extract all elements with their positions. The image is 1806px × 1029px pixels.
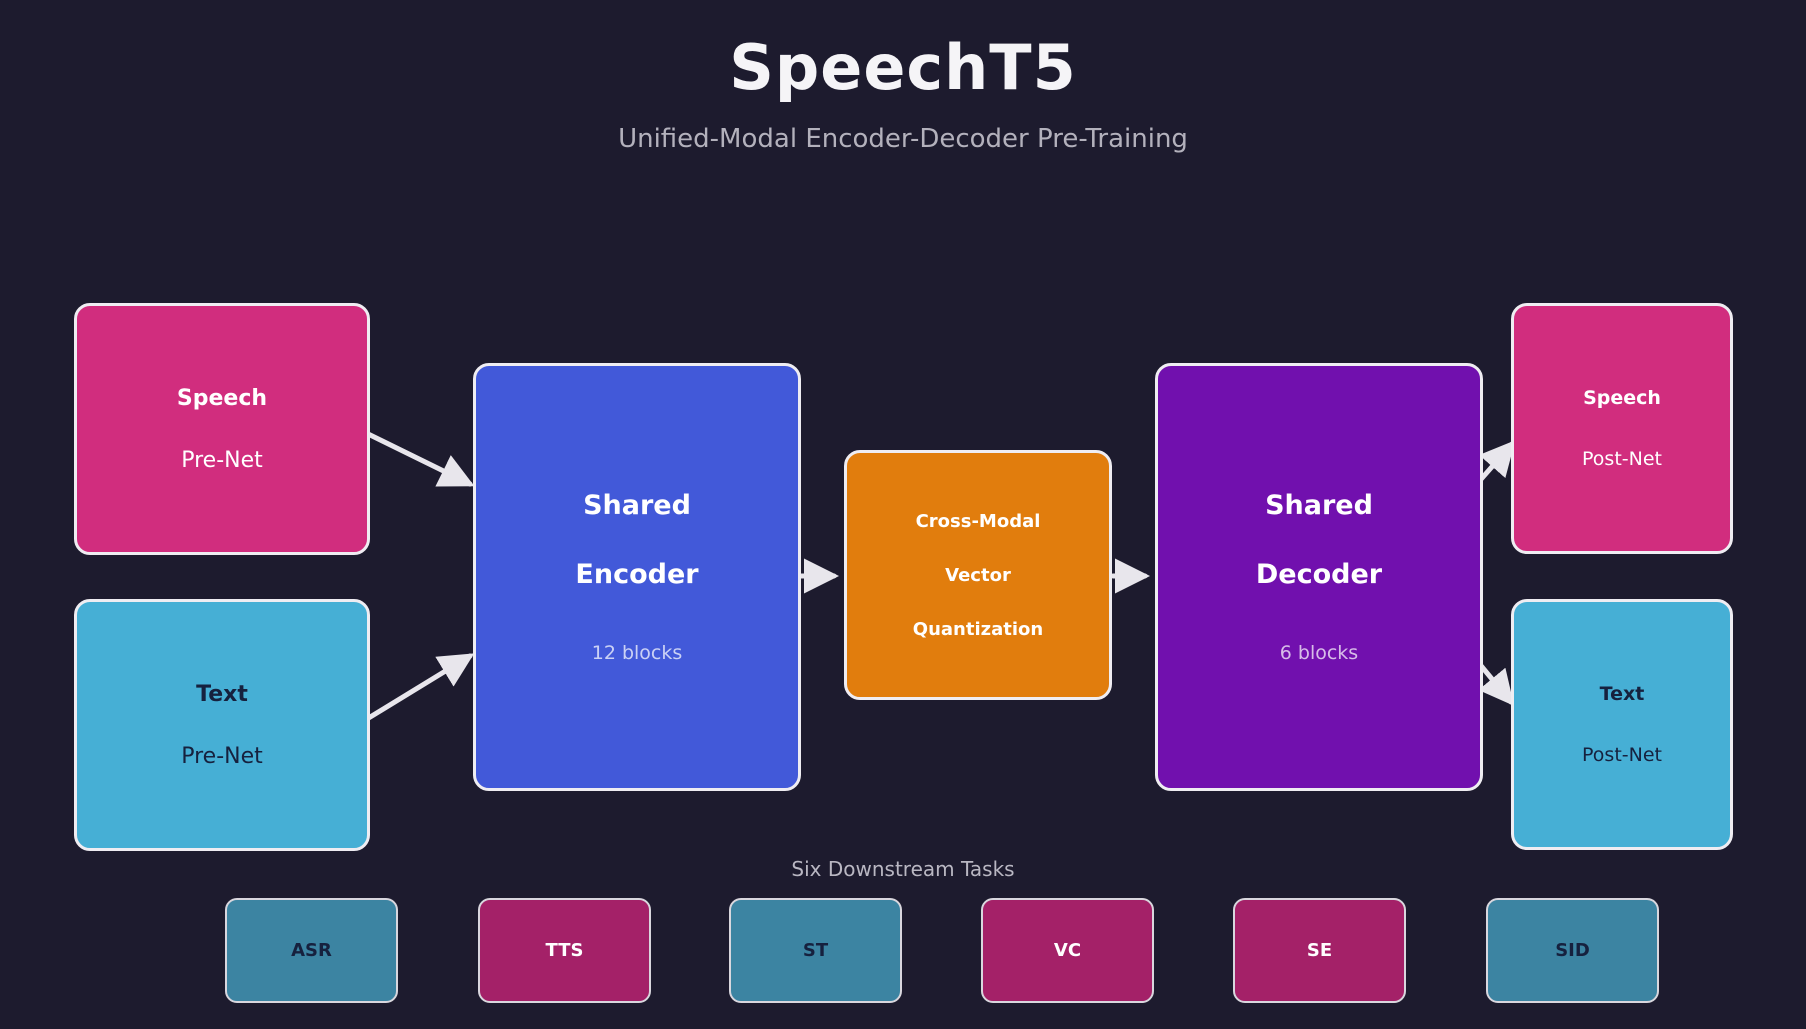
vq-line3: Quantization [912,618,1044,640]
task-vc: VC [981,898,1154,1003]
task-tts: TTS [478,898,651,1003]
task-sid: SID [1486,898,1659,1003]
page-subtitle: Unified-Modal Encoder-Decoder Pre-Traini… [618,124,1188,155]
text-prenet-title: Text [196,681,248,707]
shared-encoder-node: Shared Encoder 12 blocks [473,363,801,791]
vector-quantization-node: Cross-Modal Vector Quantization [844,450,1112,700]
text-postnet-subtitle: Post-Net [1582,744,1662,766]
text-prenet-subtitle: Pre-Net [181,743,263,769]
decoder-title-line1: Shared [1265,490,1373,521]
speech-prenet-node: Speech Pre-Net [74,303,370,555]
decoder-blocks-label: 6 blocks [1279,642,1359,664]
vq-line2: Vector [945,564,1011,586]
task-se: SE [1233,898,1406,1003]
speech-postnet-title: Speech [1583,387,1661,409]
task-st: ST [729,898,902,1003]
page-title: SpeechT5 [729,31,1077,104]
text-postnet-title: Text [1599,683,1645,705]
encoder-title-line2: Encoder [575,559,699,590]
arrow-text-prenet-to-encoder [359,653,475,725]
shared-decoder-node: Shared Decoder 6 blocks [1155,363,1483,791]
speech-prenet-subtitle: Pre-Net [181,447,263,473]
encoder-title-line1: Shared [583,490,691,521]
text-postnet-node: Text Post-Net [1511,599,1733,850]
speech-prenet-title: Speech [176,385,268,411]
decoder-title-line2: Decoder [1255,559,1383,590]
encoder-blocks-label: 12 blocks [591,642,683,664]
arrow-speech-prenet-to-encoder [359,428,475,487]
speech-postnet-subtitle: Post-Net [1582,448,1662,470]
diagram-header: SpeechT5 Unified-Modal Encoder-Decoder P… [0,31,1806,155]
speech-postnet-node: Speech Post-Net [1511,303,1733,554]
vq-line1: Cross-Modal [915,510,1041,532]
task-asr: ASR [225,898,398,1003]
text-prenet-node: Text Pre-Net [74,599,370,851]
downstream-tasks-label: Six Downstream Tasks [791,857,1015,881]
